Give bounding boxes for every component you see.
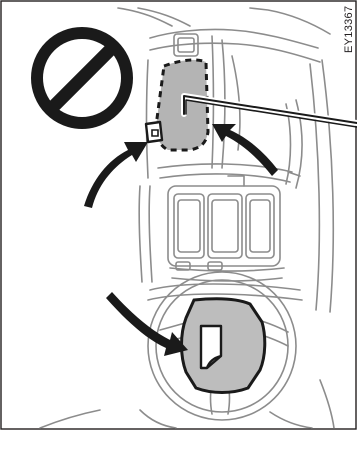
dashboard-clip [146,122,162,142]
prohibited-sign-icon [37,33,127,123]
arrow-to-steering-hub [106,292,188,356]
figure-code: EY13367 [342,6,356,84]
arrow-to-clip [84,142,148,208]
leader-line [184,96,357,127]
steering-wheel-hub [182,299,265,393]
